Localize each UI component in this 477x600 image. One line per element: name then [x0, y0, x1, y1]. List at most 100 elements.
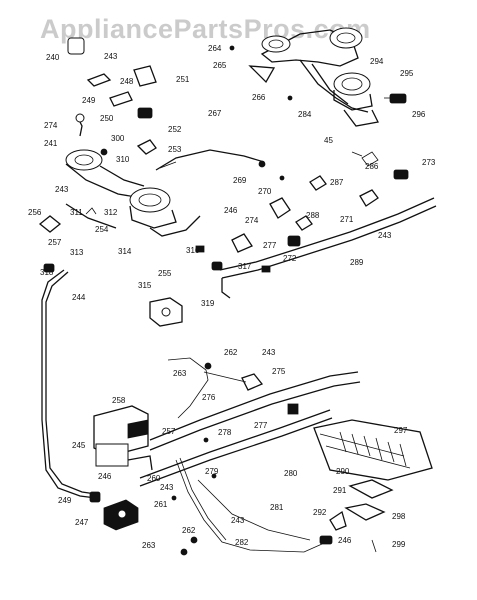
part-number-label: 296 — [412, 110, 426, 119]
part-number-label: 282 — [235, 538, 249, 547]
part-number-label: 246 — [98, 472, 112, 481]
part-number-label: 315 — [138, 281, 152, 290]
oven-valve — [89, 491, 139, 531]
part-number-label: 261 — [154, 500, 168, 509]
part-number-label: 297 — [394, 426, 408, 435]
part-number-label: 243 — [231, 516, 245, 525]
part-number-label: 263 — [142, 541, 156, 550]
part-number-label: 243 — [160, 483, 174, 492]
part-number-label: 45 — [324, 136, 333, 145]
part-number-label: 270 — [258, 187, 272, 196]
part-number-label: 246 — [224, 206, 238, 215]
oven-capillary — [167, 357, 264, 419]
part-number-label: 277 — [254, 421, 268, 430]
part-number-label: 286 — [365, 162, 379, 171]
center-tube — [155, 149, 265, 171]
part-number-label: 278 — [218, 428, 232, 437]
part-number-label: 248 — [120, 77, 134, 86]
rear-left-burner — [65, 149, 145, 199]
part-number-label: 260 — [147, 474, 161, 483]
part-number-label: 281 — [270, 503, 284, 512]
part-number-label: 289 — [350, 258, 364, 267]
part-number-label: 241 — [44, 139, 58, 148]
oven-burner — [313, 419, 433, 499]
burner-orifice-holder — [384, 93, 407, 104]
part-number-label: 317 — [238, 262, 252, 271]
lower-hardware — [171, 403, 377, 556]
rear-right-burner — [260, 27, 369, 113]
part-number-label: 258 — [112, 396, 126, 405]
part-number-label: 251 — [176, 75, 190, 84]
part-number-label: 290 — [336, 467, 350, 476]
part-number-label: 311 — [70, 208, 83, 217]
part-number-label: 243 — [55, 185, 69, 194]
part-number-label: 257 — [48, 238, 62, 247]
oven-thermostat — [93, 405, 153, 471]
part-number-label: 243 — [378, 231, 392, 240]
part-number-label: 254 — [95, 225, 109, 234]
front-right-burner — [333, 72, 379, 127]
part-number-label: 299 — [392, 540, 406, 549]
part-number-label: 252 — [168, 125, 182, 134]
lower-tube — [175, 457, 333, 553]
part-number-label: 274 — [44, 121, 58, 130]
part-number-label: 240 — [46, 53, 60, 62]
part-number-label: 272 — [283, 254, 297, 263]
part-number-label: 271 — [340, 215, 354, 224]
part-number-label: 275 — [272, 367, 286, 376]
part-number-label: 277 — [263, 241, 277, 250]
watermark-text: AppliancePartsPros.com — [40, 14, 371, 44]
part-number-label: 243 — [104, 52, 118, 61]
part-number-label: 319 — [201, 299, 215, 308]
part-number-label: 291 — [333, 486, 347, 495]
part-number-label: 249 — [58, 496, 72, 505]
part-number-label: 279 — [205, 467, 219, 476]
part-number-label: 265 — [213, 61, 227, 70]
part-number-label: 313 — [70, 248, 84, 257]
part-number-label: 262 — [224, 348, 238, 357]
oven-burner-tube — [139, 371, 361, 487]
part-number-label: 318 — [40, 268, 54, 277]
part-number-label: 287 — [330, 178, 344, 187]
part-number-label: 280 — [284, 469, 298, 478]
part-number-label: 316 — [186, 246, 200, 255]
part-number-label: 256 — [28, 208, 42, 217]
part-number-label: 269 — [233, 176, 247, 185]
front-left-burner — [65, 187, 201, 237]
part-number-label: 273 — [422, 158, 436, 167]
part-number-label: 243 — [262, 348, 276, 357]
part-number-label: 310 — [116, 155, 130, 164]
part-number-label: 284 — [298, 110, 312, 119]
part-number-label: 298 — [392, 512, 406, 521]
part-number-label: 262 — [182, 526, 196, 535]
part-number-label: 314 — [118, 247, 132, 256]
part-number-label: 249 — [82, 96, 96, 105]
part-number-label: 267 — [208, 109, 222, 118]
part-number-label: 295 — [400, 69, 414, 78]
part-number-label: 245 — [72, 441, 86, 450]
part-number-label: 266 — [252, 93, 266, 102]
part-number-label: 264 — [208, 44, 222, 53]
gas-manifold — [219, 197, 437, 299]
part-number-label: 257 — [162, 427, 176, 436]
part-number-label: 294 — [370, 57, 384, 66]
supply-tube — [41, 269, 97, 499]
part-number-label: 255 — [158, 269, 172, 278]
part-number-label: 263 — [173, 369, 187, 378]
part-number-label: 312 — [104, 208, 118, 217]
part-number-label: 247 — [75, 518, 89, 527]
oven-burner-bracket — [329, 503, 386, 531]
part-number-label: 276 — [202, 393, 216, 402]
mid-hardware — [38, 207, 271, 327]
burner-valves — [231, 160, 379, 253]
upper-hardware — [67, 37, 409, 180]
part-number-label: 292 — [313, 508, 327, 517]
part-number-label: 244 — [72, 293, 86, 302]
part-number-label: 300 — [111, 134, 125, 143]
part-number-label: 274 — [245, 216, 259, 225]
part-number-label: 288 — [306, 211, 320, 220]
part-number-label: 246 — [338, 536, 352, 545]
